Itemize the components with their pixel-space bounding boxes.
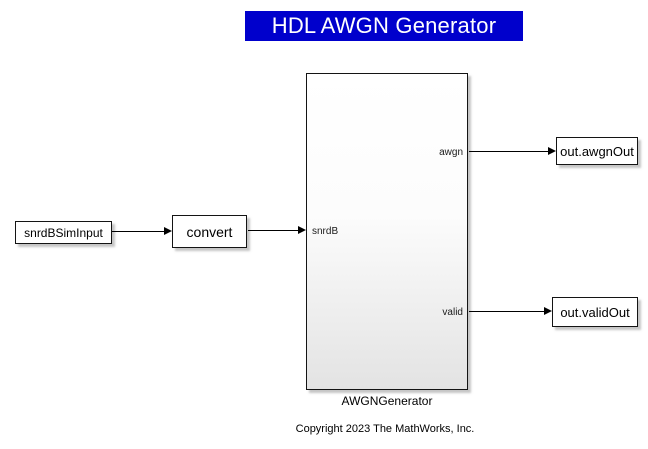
port-label-snrdb: snrdB [312, 226, 339, 237]
port-label-awgn: awgn [439, 147, 463, 158]
title-banner: HDL AWGN Generator [245, 11, 523, 41]
block-out-awgnout[interactable]: out.awgnOut [556, 137, 638, 165]
block-out-validout-label: out.validOut [560, 304, 630, 320]
wire-valid-to-validout[interactable] [469, 307, 552, 315]
block-snrdbsiminput[interactable]: snrdBSimInput [15, 221, 112, 244]
block-out-awgnout-label: out.awgnOut [560, 143, 634, 159]
arrowhead-icon [298, 226, 306, 234]
copyright-annotation: Copyright 2023 The MathWorks, Inc. [295, 423, 475, 435]
block-out-validout[interactable]: out.validOut [552, 297, 638, 327]
arrowhead-icon [164, 227, 172, 235]
arrowhead-icon [548, 147, 556, 155]
wire-awgn-to-awgnout[interactable] [469, 147, 556, 155]
block-convert[interactable]: convert [172, 215, 247, 248]
wire-convert-to-generator[interactable] [248, 226, 306, 234]
block-snrdbsiminput-label: snrdBSimInput [24, 225, 103, 240]
arrowhead-icon [544, 307, 552, 315]
block-awgngenerator-label: AWGNGenerator [341, 394, 433, 408]
block-convert-label: convert [186, 223, 233, 240]
block-awgngenerator[interactable]: snrdB awgn valid [306, 73, 468, 390]
wire-source-to-convert[interactable] [112, 227, 172, 235]
port-label-valid: valid [442, 307, 463, 318]
